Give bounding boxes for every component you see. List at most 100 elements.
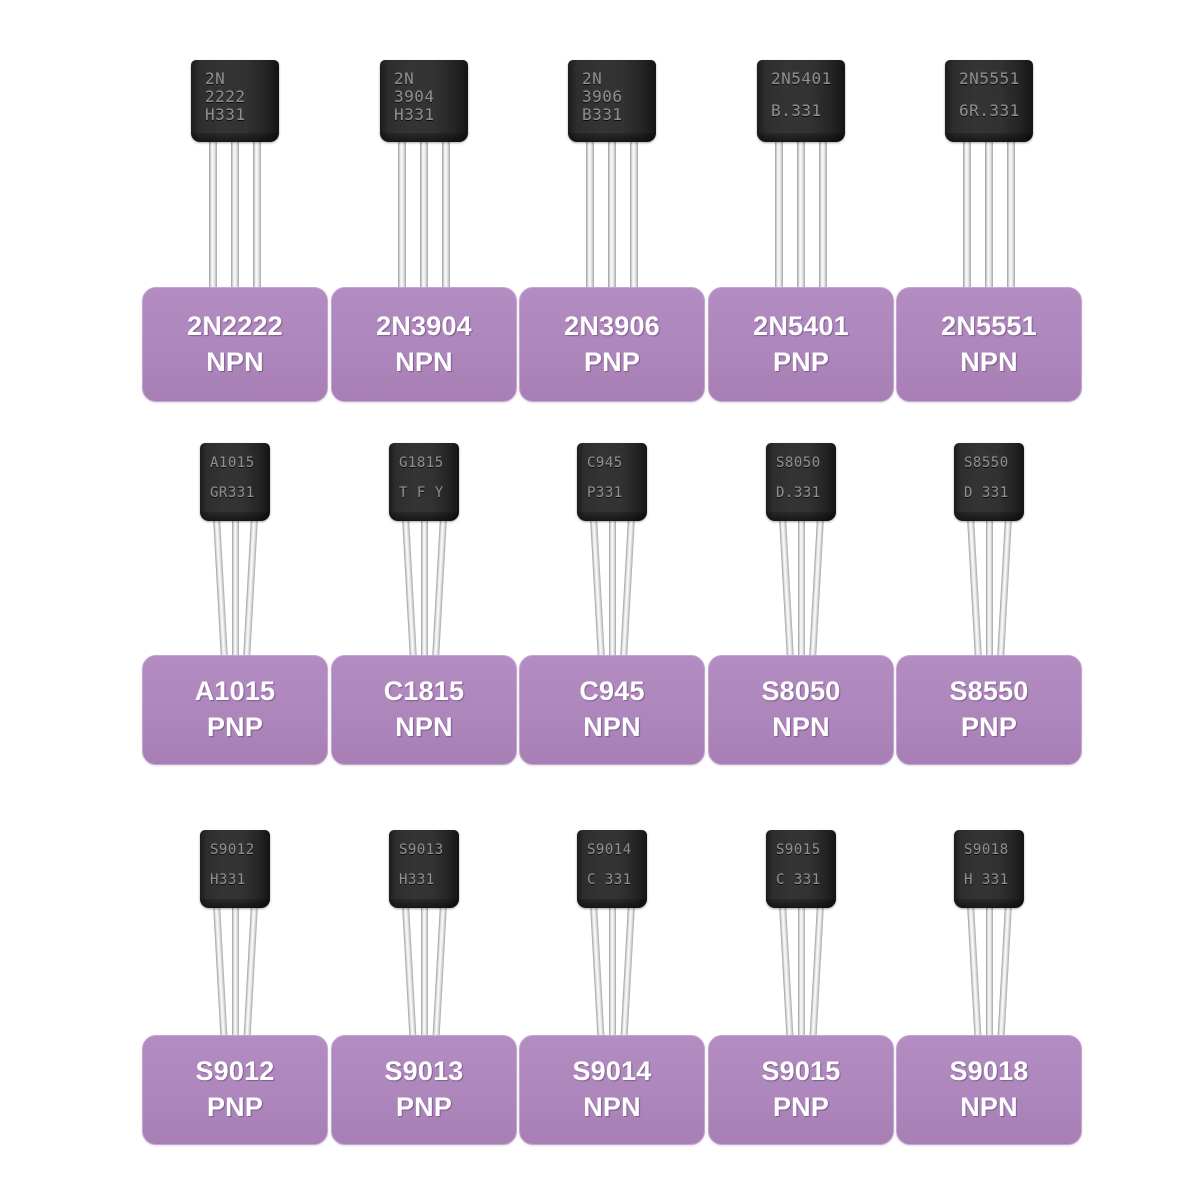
package-marking-line: C 331 xyxy=(587,871,632,888)
transistor-leads xyxy=(331,138,517,298)
polarity-label: NPN xyxy=(772,712,830,742)
transistor-lead xyxy=(242,516,258,665)
package-marking-line: 3904 xyxy=(394,86,435,106)
transistor-lead xyxy=(589,903,605,1039)
package-marking-line: D 331 xyxy=(964,484,1009,501)
package-marking-line: P331 xyxy=(587,484,623,501)
transistor-leads xyxy=(331,516,517,665)
transistor-leads xyxy=(896,903,1082,1039)
transistor-leads xyxy=(896,516,1082,665)
package-marking-line: S8050 xyxy=(776,455,821,471)
part-number-label: 2N3904 xyxy=(376,310,472,341)
transistor-leads xyxy=(708,903,894,1039)
transistor-lead xyxy=(420,517,428,665)
transistor-lead xyxy=(1007,138,1015,298)
package-marking-line: D.331 xyxy=(776,484,821,501)
transistor-lead xyxy=(966,516,982,665)
package-marking-line: 2N5401 xyxy=(771,69,832,88)
part-number-label: S9012 xyxy=(195,1056,275,1087)
part-number-label: 2N3906 xyxy=(564,310,660,341)
package-marking-line: C945 xyxy=(587,455,623,471)
package-marking-line: 2222 xyxy=(205,86,246,106)
part-number-label: 2N5401 xyxy=(753,310,849,341)
transistor-lead xyxy=(797,517,805,665)
package-marking-line: B.331 xyxy=(771,100,822,120)
package-marking-line: B331 xyxy=(582,104,623,124)
transistor-leads xyxy=(896,138,1082,298)
polarity-label: NPN xyxy=(960,1092,1018,1122)
transistor-lead xyxy=(963,138,971,298)
transistor-lead xyxy=(608,517,616,665)
transistor-leads xyxy=(519,903,705,1039)
transistor-lead xyxy=(401,903,417,1039)
transistor-lead xyxy=(996,903,1012,1039)
part-number-label: S9015 xyxy=(761,1056,841,1087)
part-number-label: C945 xyxy=(579,676,645,707)
transistor-lead xyxy=(589,516,605,665)
transistor-lead xyxy=(985,904,993,1039)
package-marking-line: 2N5551 xyxy=(959,69,1020,88)
package-marking-line: H 331 xyxy=(964,871,1009,888)
package-marking-line: C 331 xyxy=(776,871,821,888)
polarity-label: NPN xyxy=(395,346,453,377)
polarity-label: NPN xyxy=(395,712,453,742)
package-marking-line: H331 xyxy=(394,104,435,124)
part-number-label: 2N5551 xyxy=(941,310,1037,341)
transistor-lead xyxy=(619,903,635,1039)
transistor-lead xyxy=(231,904,239,1039)
polarity-label: PNP xyxy=(206,712,264,742)
polarity-label: NPN xyxy=(583,712,641,742)
package-marking-line: 3906 xyxy=(582,86,623,106)
package-marking-line: S9013 xyxy=(399,842,444,858)
transistor-leads xyxy=(142,903,328,1039)
transistor-lead xyxy=(398,138,406,298)
